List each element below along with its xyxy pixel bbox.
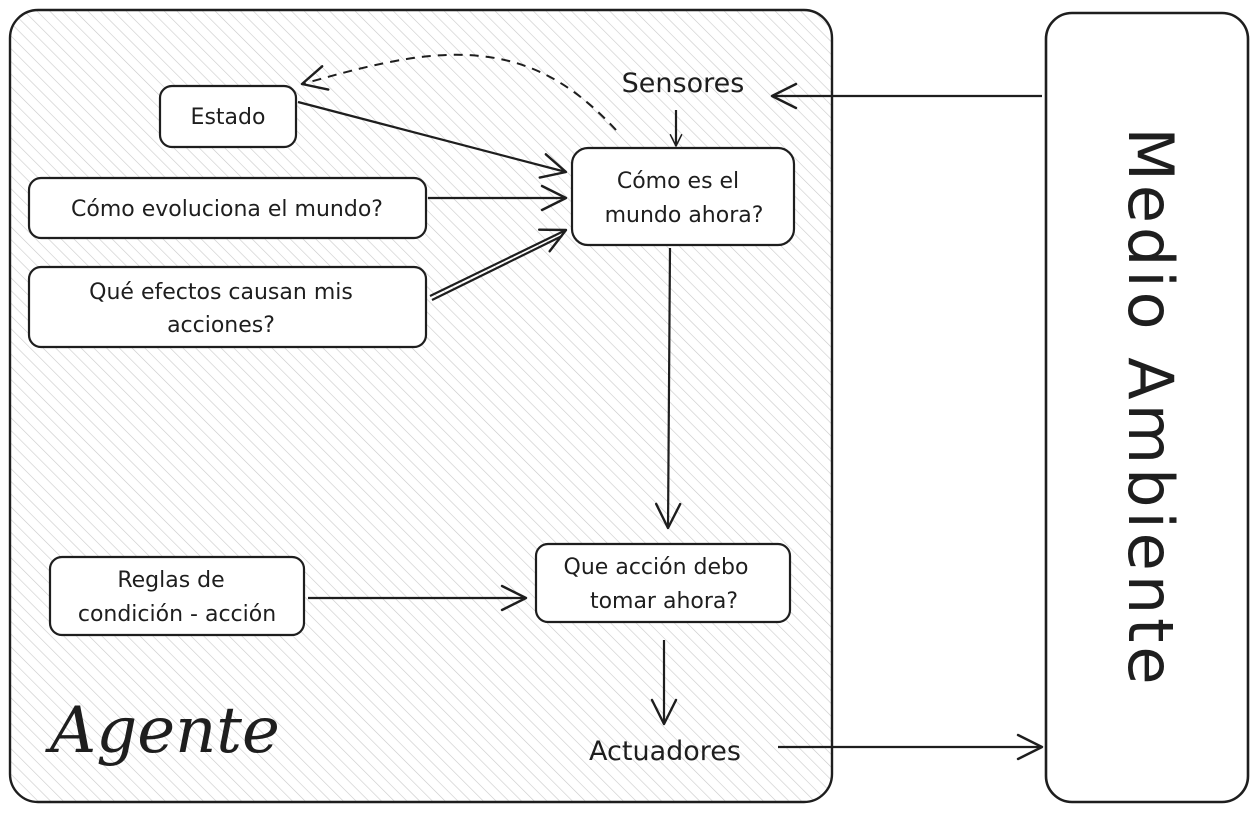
- node-evolucion-label: Cómo evoluciona el mundo?: [71, 197, 383, 222]
- node-accion-label-line2: tomar ahora?: [590, 589, 738, 614]
- sensores-label: Sensores: [622, 68, 745, 99]
- node-como-es-label-line2: mundo ahora?: [605, 203, 764, 228]
- node-como-es: Cómo es el mundo ahora?: [570, 146, 796, 247]
- edge-efectos-to-como-es: [429, 228, 568, 297]
- edge-como-es-to-accion: [654, 247, 682, 530]
- node-efectos-label-line2: acciones?: [167, 313, 275, 338]
- edges: [297, 53, 1044, 761]
- node-estado: Estado: [158, 84, 298, 149]
- node-como-es-label-line1: Cómo es el: [617, 169, 739, 194]
- edge-efectos-to-como-es-double: [431, 235, 563, 301]
- edge-estado-to-como-es: [297, 100, 568, 179]
- node-reglas: Reglas de condición - acción: [48, 555, 306, 637]
- actuadores-label: Actuadores: [589, 736, 741, 767]
- node-accion-label-line1: Que acción debo: [564, 555, 749, 580]
- environment-box: Medio Ambiente: [1044, 11, 1250, 804]
- node-evolucion: Cómo evoluciona el mundo?: [27, 176, 428, 240]
- node-efectos: Qué efectos causan mis acciones?: [27, 265, 428, 349]
- agent-label: Agente: [45, 694, 280, 768]
- node-accion: Que acción debo tomar ahora?: [534, 542, 792, 624]
- node-estado-label: Estado: [191, 105, 266, 130]
- environment-label: Medio Ambiente: [1114, 127, 1187, 688]
- node-efectos-label-line1: Qué efectos causan mis: [89, 280, 353, 305]
- edge-dashed-sensores-to-estado: [300, 53, 617, 131]
- node-reglas-label-line1: Reglas de: [117, 568, 224, 593]
- node-reglas-label-line2: condición - acción: [78, 602, 276, 627]
- agent-container: Agente: [8, 8, 834, 804]
